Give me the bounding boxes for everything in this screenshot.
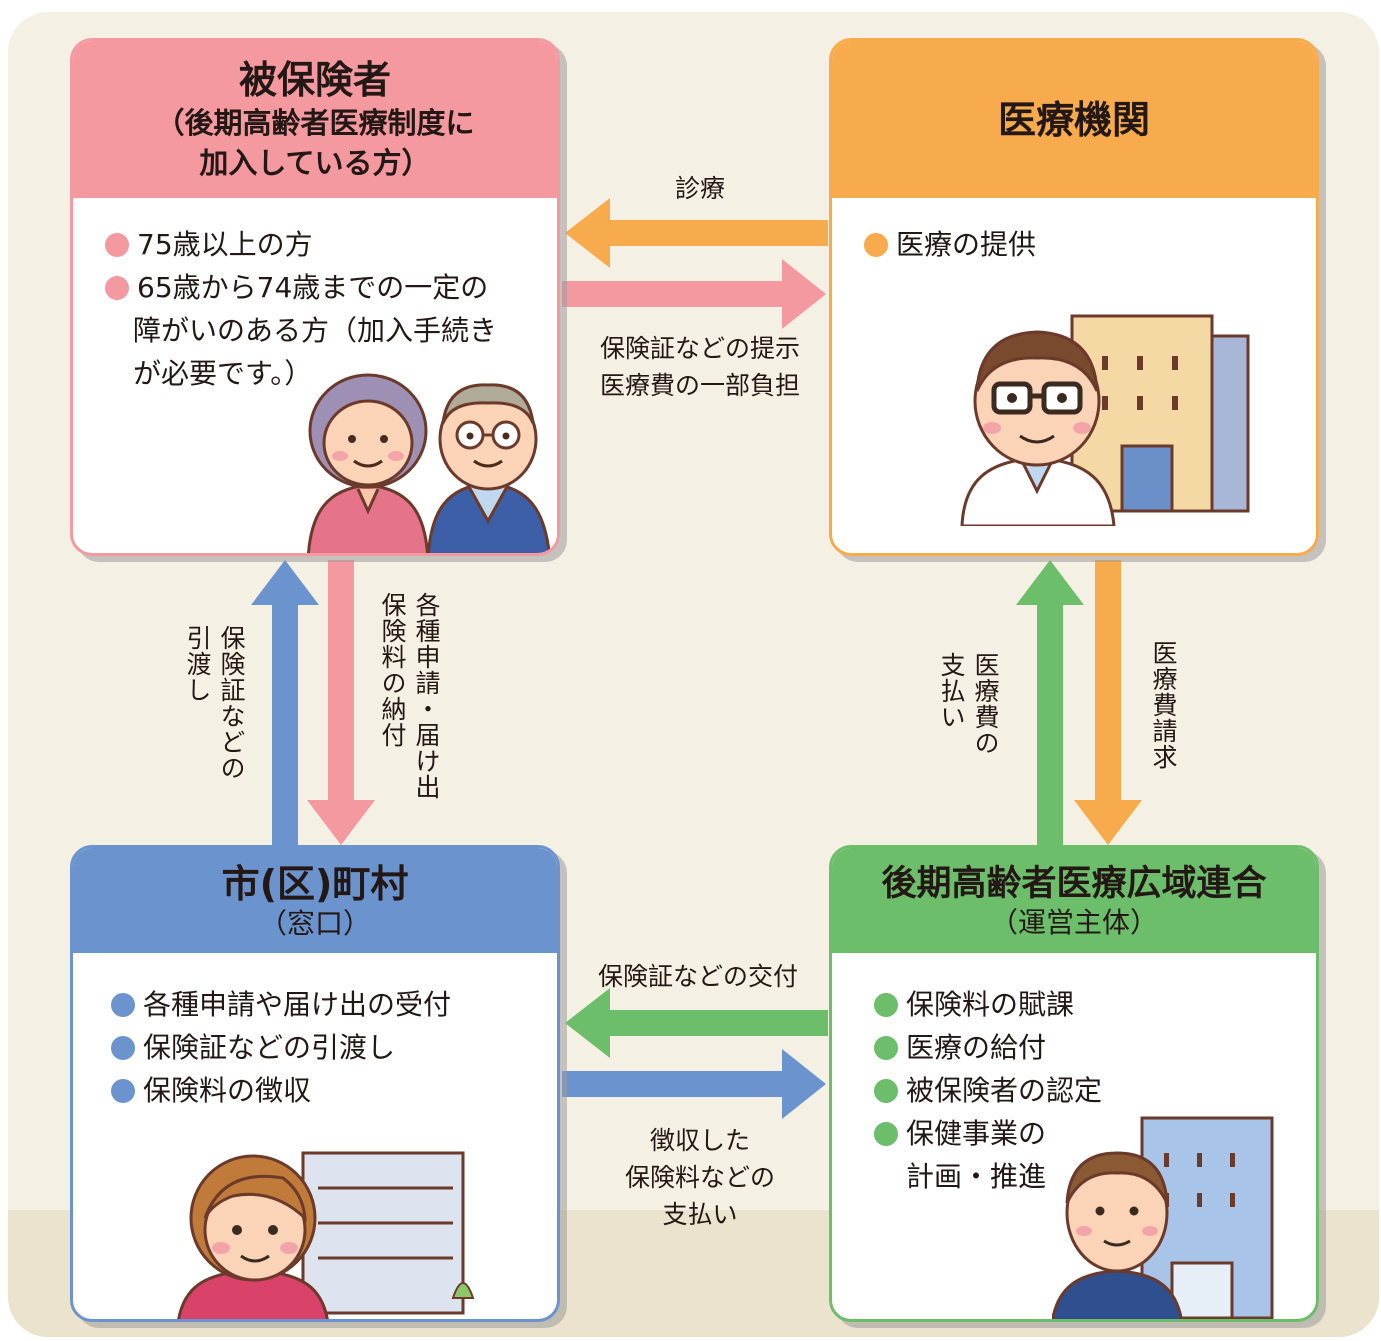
municipal-header: 市(区)町村 （窓口） — [73, 848, 557, 953]
insured-card: 被保険者 （後期高齢者医療制度に 加入している方） 75歳以上の方 65歳から7… — [70, 38, 560, 556]
list-item: 障がいのある方（加入手続き — [133, 314, 498, 347]
bullet-icon — [111, 993, 135, 1017]
arrow-union-to-municipal — [565, 988, 828, 1058]
list-item: 保険料の賦課 — [874, 983, 1102, 1026]
union-subtitle: （運営主体） — [989, 905, 1158, 939]
municipal-card: 市(区)町村 （窓口） 各種申請や届け出の受付 保険証などの引渡し 保険料の徴収 — [70, 845, 560, 1322]
list-item: が必要です。） — [133, 357, 313, 390]
municipal-subtitle: （窓口） — [258, 906, 371, 940]
insured-title: 被保険者 — [238, 57, 391, 102]
bullet-icon — [111, 1036, 135, 1060]
elderly-couple-illustration — [307, 373, 551, 553]
list-item: 65歳から74歳までの一定の — [105, 266, 497, 309]
list-item: 75歳以上の方 — [105, 223, 497, 266]
union-card: 後期高齢者医療広域連合 （運営主体） 保険料の賦課 医療の給付 被保険者の認定 … — [829, 845, 1319, 1322]
bullet-icon — [105, 233, 129, 257]
union-header: 後期高齢者医療広域連合 （運営主体） — [832, 848, 1316, 953]
arrow-municipal-to-union — [562, 1049, 826, 1119]
label-insured-to-medical: 保険証などの提示 医療費の一部負担 — [599, 334, 800, 400]
label-municipal-to-union: 徴収した 保険料などの 支払い — [624, 1126, 775, 1229]
list-item: 保険料の徴収 — [111, 1069, 451, 1112]
medical-card: 医療機関 医療の提供 — [829, 38, 1319, 556]
medical-title: 医療機関 — [997, 97, 1150, 142]
insured-header: 被保険者 （後期高齢者医療制度に 加入している方） — [73, 41, 557, 198]
arrow-medical-to-union — [1074, 560, 1142, 845]
bullet-icon — [864, 233, 888, 257]
label-union-to-municipal: 保険証などの交付 — [597, 962, 798, 991]
municipal-title: 市(区)町村 — [221, 861, 409, 906]
bullet-icon — [111, 1079, 135, 1103]
union-items: 保険料の賦課 医療の給付 被保険者の認定 保健事業の 計画・推進 — [874, 983, 1102, 1198]
arrow-insured-to-municipal — [307, 560, 375, 845]
insured-subtitle-2: 加入している方） — [199, 145, 431, 180]
list-item: 保険証などの引渡し — [111, 1026, 451, 1069]
insured-items: 75歳以上の方 65歳から74歳までの一定の 障がいのある方（加入手続き が必要… — [105, 223, 497, 395]
clerk-office-illustration — [177, 1151, 475, 1319]
doctor-hospital-illustration — [960, 314, 1250, 526]
bullet-icon — [874, 993, 898, 1017]
bullet-icon — [874, 1122, 898, 1146]
list-item: 計画・推進 — [906, 1160, 1047, 1193]
arrow-union-to-medical — [1016, 560, 1084, 846]
arrow-municipal-to-insured — [251, 560, 319, 846]
insured-subtitle-1: （後期高齢者医療制度に — [155, 105, 475, 140]
list-item: 各種申請や届け出の受付 — [111, 983, 451, 1026]
list-item: 医療の提供 — [864, 223, 1036, 266]
list-item: 被保険者の認定 — [874, 1069, 1102, 1112]
list-item: 医療の給付 — [874, 1026, 1102, 1069]
municipal-items: 各種申請や届け出の受付 保険証などの引渡し 保険料の徴収 — [111, 983, 451, 1112]
staff-building-illustration — [1052, 1116, 1274, 1319]
medical-items: 医療の提供 — [864, 223, 1036, 266]
label-insured-to-municipal: 各種申請・届け出 保険料の納付 — [378, 592, 441, 800]
arrow-medical-to-insured — [565, 198, 828, 268]
bullet-icon — [874, 1079, 898, 1103]
medical-header: 医療機関 — [832, 41, 1316, 198]
label-medical-to-union: 医療費請求 — [1149, 640, 1178, 770]
label-union-to-medical: 医療費の 支払い — [937, 652, 1000, 756]
bullet-icon — [874, 1036, 898, 1060]
label-medical-to-insured: 診療 — [674, 174, 725, 203]
label-municipal-to-insured: 保険証などの 引渡し — [183, 625, 246, 781]
arrow-insured-to-medical — [562, 259, 826, 329]
list-item: 保健事業の — [874, 1112, 1102, 1155]
union-title: 後期高齢者医療広域連合 — [881, 863, 1267, 904]
bullet-icon — [105, 276, 129, 300]
